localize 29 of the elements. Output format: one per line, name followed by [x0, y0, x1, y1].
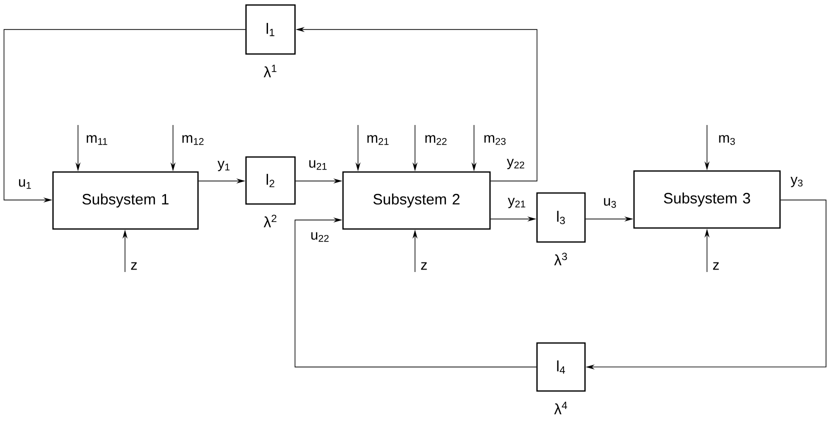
edge-label: m$_{3}$ — [717, 134, 737, 146]
greek-label: λ$^{3}$ — [554, 252, 567, 266]
block-box: l$_{3}$ — [536, 192, 586, 243]
edge-label: m$_{11}$ — [84, 134, 110, 146]
edge-label: z — [712, 261, 720, 271]
block-box: l$_{4}$ — [536, 342, 586, 392]
edge-label: y$_{21}$ — [506, 196, 528, 210]
edge-label: y$_{22}$ — [506, 158, 526, 170]
edge-label: z — [420, 261, 428, 271]
edge-label: z — [130, 261, 138, 271]
edge-label: u$_{1}$ — [17, 178, 33, 190]
block-box: l$_{2}$ — [245, 156, 296, 205]
edge-label: m$_{12}$ — [180, 134, 206, 146]
edge-label: m$_{22}$ — [423, 134, 449, 146]
edge-label: u$_{21}$ — [307, 159, 329, 171]
edge-label: m$_{23}$ — [482, 134, 508, 146]
subsystem-box: Subsystem 1 — [52, 171, 199, 230]
edge-label: y$_{3}$ — [790, 176, 804, 188]
greek-label: λ$^{2}$ — [264, 214, 276, 228]
greek-label: λ$^{4}$ — [554, 402, 568, 414]
edge-label: u$_{3}$ — [602, 197, 618, 209]
arrow — [294, 217, 537, 368]
subsystem-box: Subsystem 2 — [342, 171, 491, 230]
greek-label: λ$^{1}$ — [264, 64, 276, 78]
edge-label: u$_{22}$ — [309, 231, 331, 243]
subsystem-box: Subsystem 3 — [633, 170, 781, 229]
edge-label: y$_{1}$ — [216, 160, 232, 172]
edge-label: m$_{21}$ — [365, 134, 391, 146]
block-box: l$_{1}$ — [245, 4, 296, 55]
